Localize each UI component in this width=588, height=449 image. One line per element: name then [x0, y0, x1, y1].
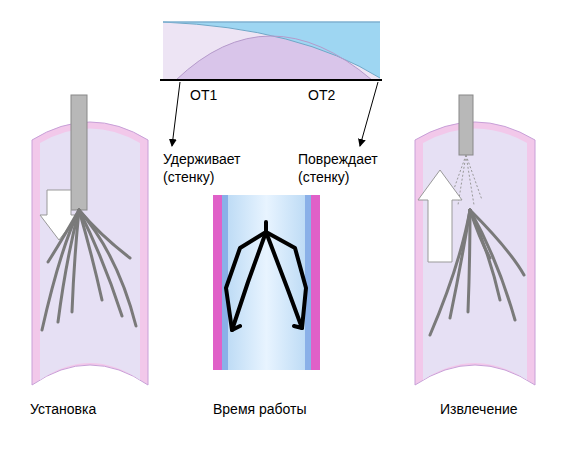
- force-chart: [160, 22, 382, 146]
- vessel-retrieval: [415, 95, 535, 385]
- label-text: Извлечение: [440, 400, 518, 418]
- label-text: Повреждает (стенку): [298, 150, 403, 186]
- vessel-working: [213, 195, 320, 370]
- label-text: Установка: [30, 400, 96, 418]
- label-text: ОТ2: [308, 86, 335, 104]
- label-text: Время работы: [213, 400, 307, 418]
- label-text: Удерживает (стенку): [163, 150, 268, 186]
- label-text: ОТ1: [190, 86, 217, 104]
- vessel-install: [32, 95, 148, 385]
